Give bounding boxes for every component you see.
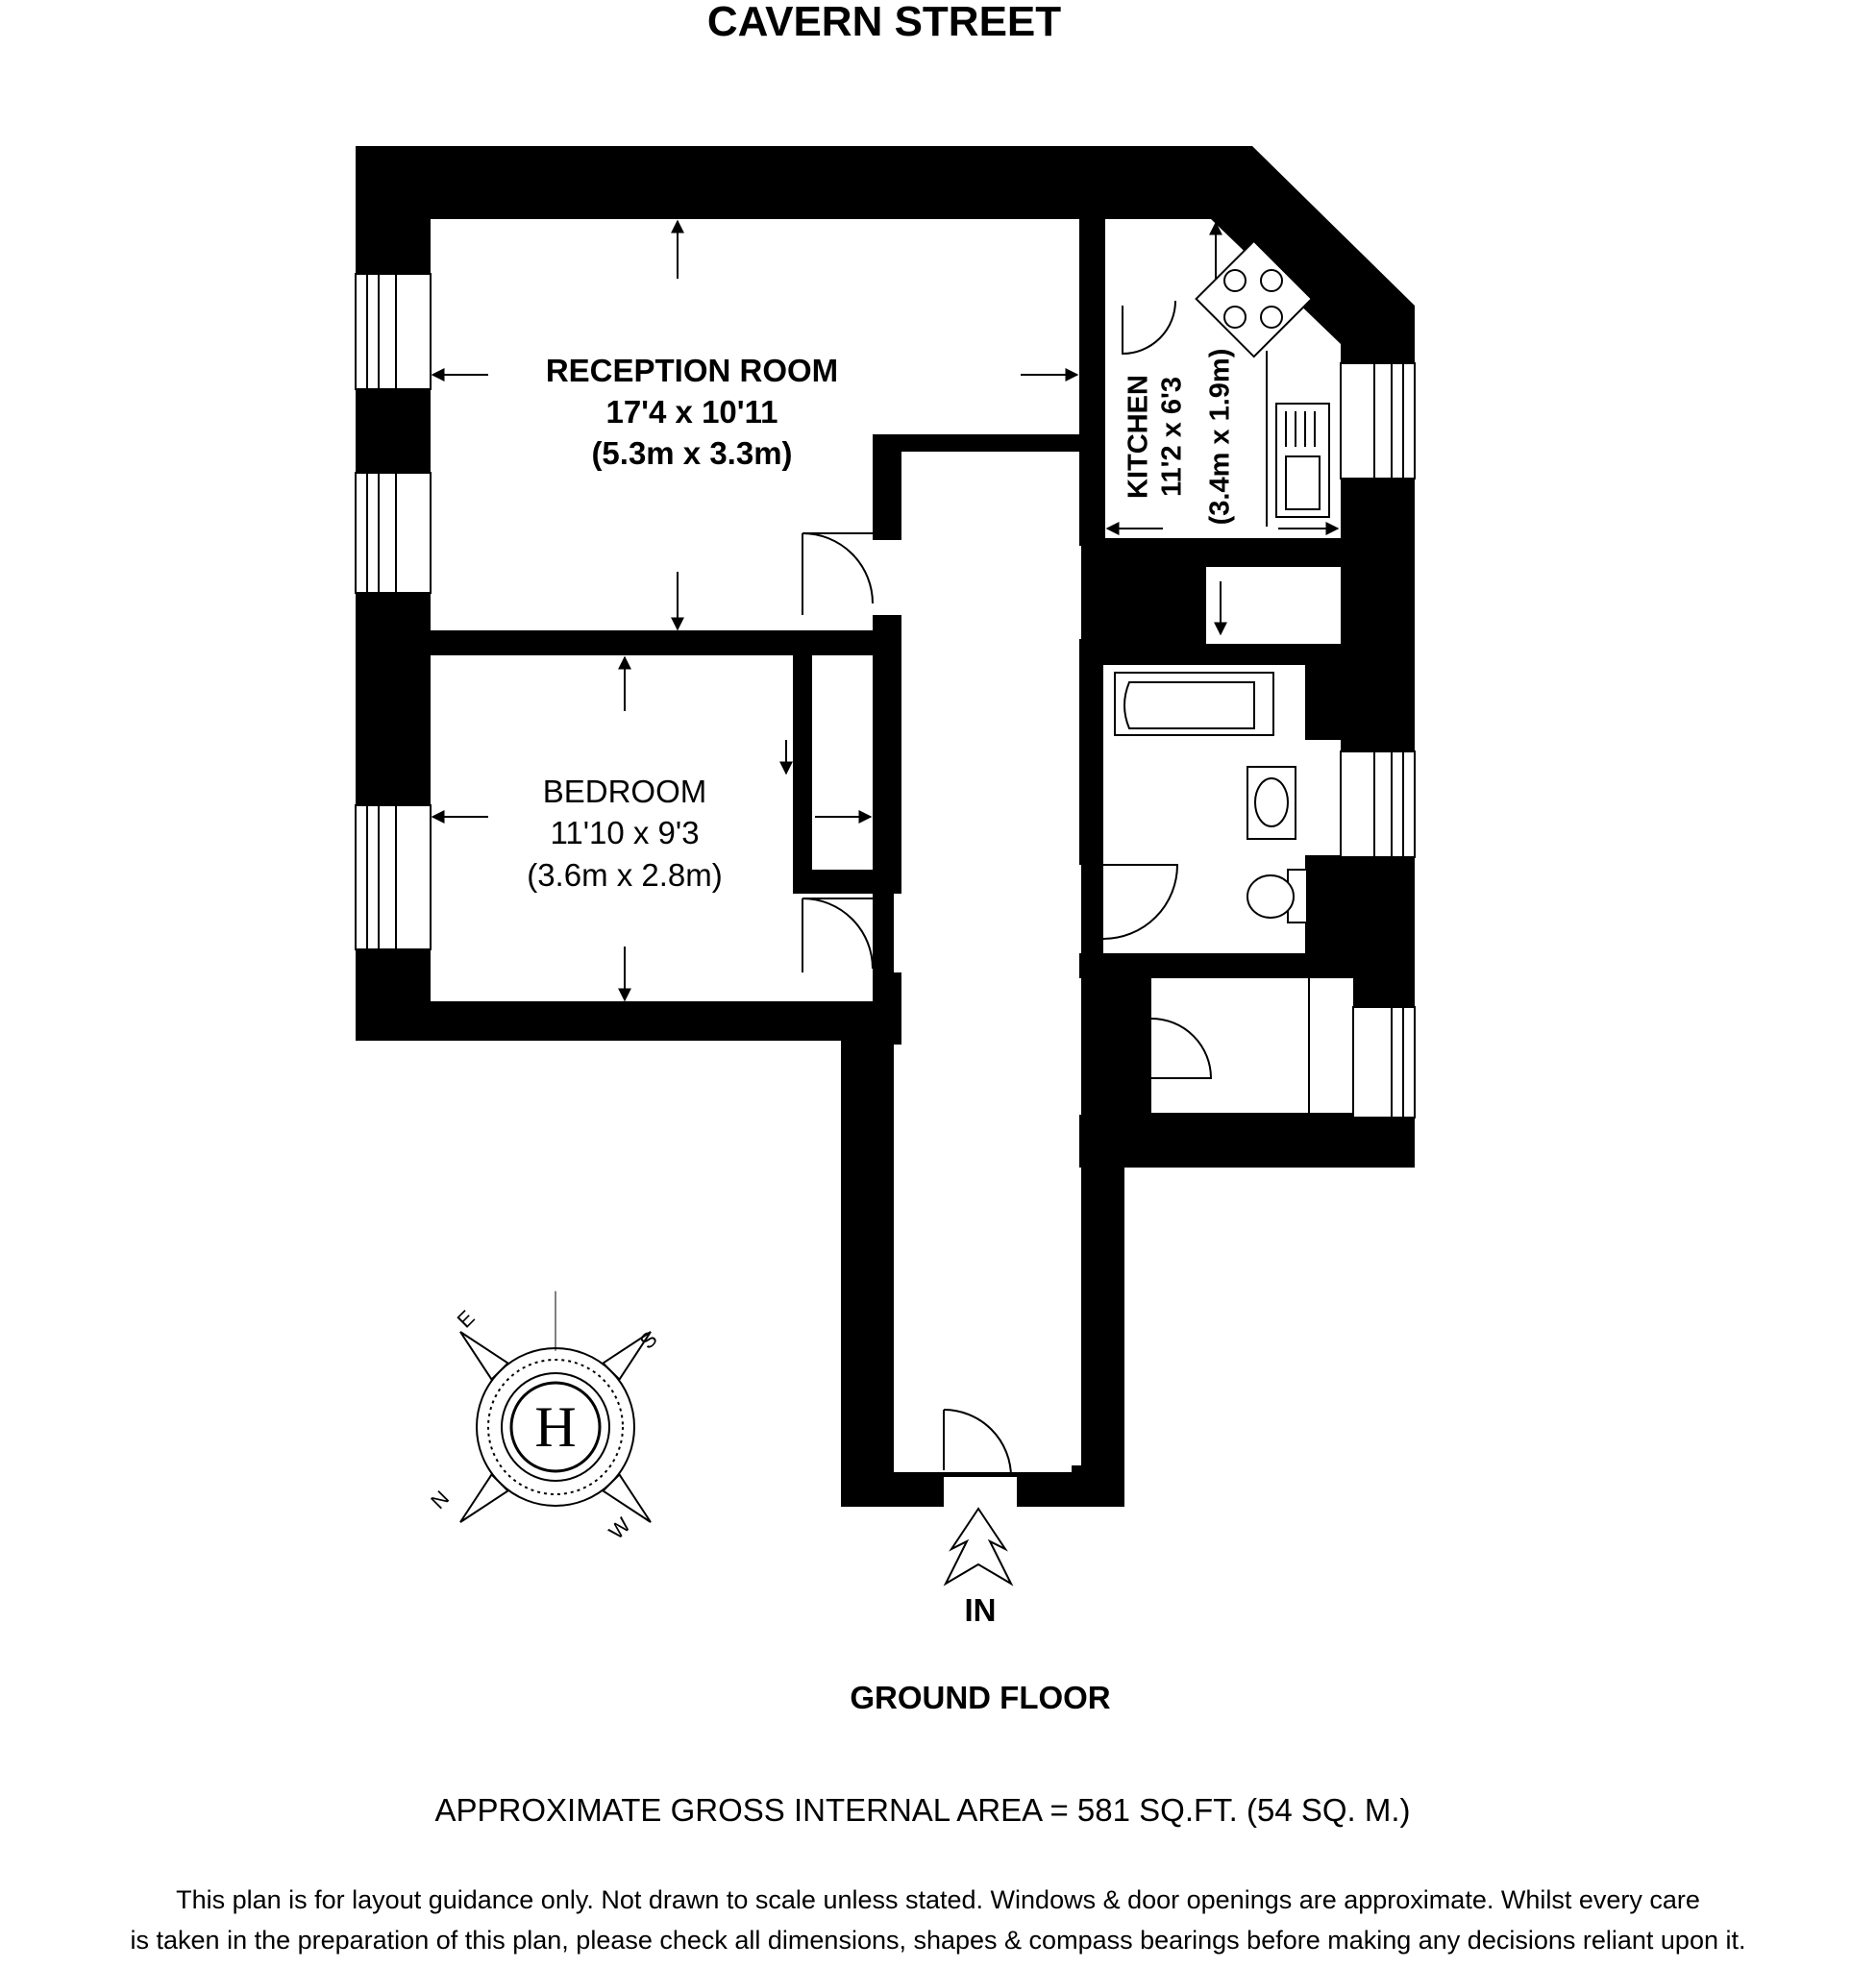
reception-hall-wall [873, 434, 1079, 452]
disclaimer-line-2: is taken in the preparation of this plan… [130, 1926, 1746, 1955]
floor-label: GROUND FLOOR [850, 1680, 1111, 1715]
kitchen-south-wall [1103, 538, 1151, 567]
disclaimer-line-1: This plan is for layout guidance only. N… [176, 1885, 1700, 1914]
store-door [1131, 575, 1178, 621]
cupboard-floor [1151, 978, 1353, 1113]
hall-west-wall-mid [873, 615, 901, 894]
reception-bedroom-wall [431, 630, 875, 655]
entrance-label: IN [964, 1592, 997, 1628]
entrance-door [943, 1409, 1012, 1478]
reception-door [802, 532, 874, 615]
bathroom-east-block-lower [1341, 855, 1379, 953]
cupboard-west-wall [1124, 978, 1151, 1113]
hall-east-wall [1079, 639, 1103, 865]
windows [355, 273, 1416, 1119]
compass-rose-icon [459, 1291, 652, 1523]
wardrobe-bottom-wall [793, 870, 899, 894]
kitchen-door [1122, 300, 1176, 356]
room-dimensions-metric: (3.4m x 1.9m) [1204, 348, 1236, 526]
cupboard-window [1352, 1006, 1416, 1119]
cupboard-door [1150, 1018, 1213, 1079]
window-panes [366, 274, 1404, 1118]
dimension-arrows [431, 219, 1340, 1002]
interior-walls [431, 219, 1379, 1168]
room-dimensions-imperial: 11'2 x 6'3 [1156, 376, 1188, 498]
entrance-arrow-icon [943, 1507, 1014, 1587]
room-name: RECEPTION ROOM [545, 353, 839, 388]
bedroom-door [802, 898, 874, 972]
hallway-lower-floor [894, 972, 1072, 1472]
room-dimensions-imperial: 17'4 x 10'11 [605, 394, 778, 430]
fixtures [1114, 239, 1330, 1113]
gross-area: APPROXIMATE GROSS INTERNAL AREA = 581 SQ… [434, 1792, 1411, 1828]
room-dimensions-metric: (5.3m x 3.3m) [591, 435, 793, 471]
doors [802, 300, 1213, 1478]
store-floor [1206, 567, 1341, 644]
compass-logo: H [534, 1395, 577, 1459]
room-name: BEDROOM [542, 774, 707, 809]
bathroom-door [1102, 864, 1179, 940]
room-name: KITCHEN [1123, 375, 1154, 499]
room-dimensions-imperial: 11'10 x 9'3 [550, 815, 700, 850]
room-dimensions-metric: (3.6m x 2.8m) [527, 857, 723, 893]
bathroom-south-wall [1079, 953, 1341, 978]
street-name: CAVERN STREET [706, 0, 1062, 45]
kitchen-west-wall [1079, 219, 1105, 546]
hall-west-wall-upper [873, 434, 901, 540]
store-south-wall [1206, 644, 1341, 665]
hall-west-wall-lower [873, 972, 901, 1045]
bathroom-east-block [1305, 665, 1341, 740]
cupboard-south-wall [1079, 1115, 1358, 1168]
bedroom-wardrobe-wall [793, 655, 812, 894]
kitchen-hob [1195, 239, 1314, 358]
